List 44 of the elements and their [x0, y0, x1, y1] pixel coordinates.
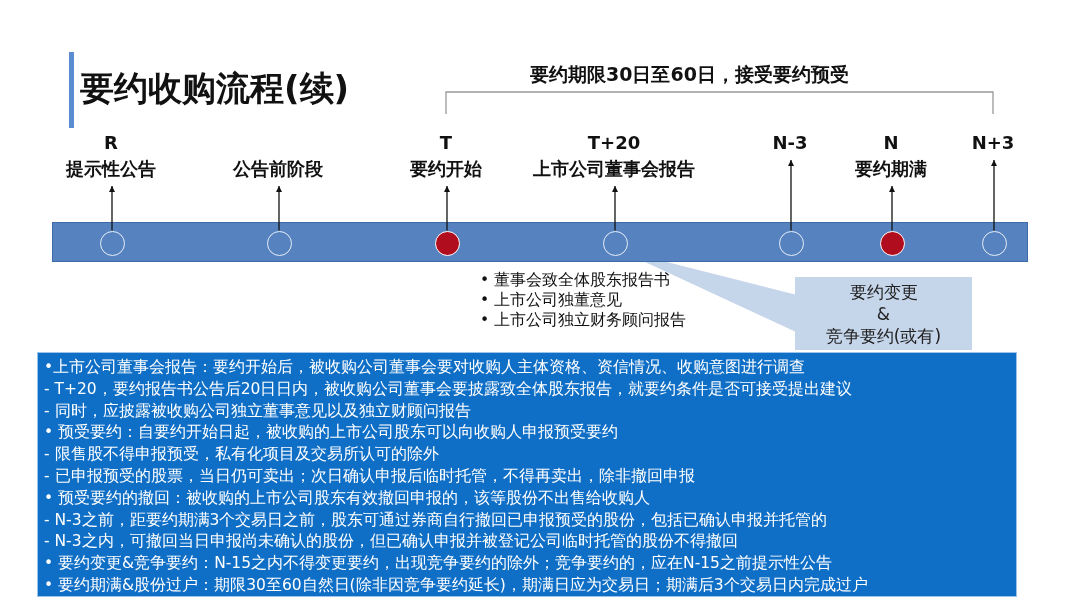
note-line: • 预受要约的撤回：被收购的上市公司股东有效撤回申报的，该等股份不出售给收购人 [44, 487, 652, 509]
note-line: - 同时，应披露被收购公司独立董事意见以及独立财顾问报告 [44, 400, 472, 422]
period-note: 要约期限30日至60日，接受要约预受 [530, 62, 849, 87]
notes-panel [37, 352, 1017, 597]
timeline-dot [602, 230, 628, 256]
note-line: • 要约期满&股份过户：期限30至60自然日(除非因竞争要约延长)，期满日应为交易日；期满后3个交易日内完成过户 [44, 574, 869, 596]
timeline-bar [52, 222, 1028, 262]
title: 要约收购流程(续) [80, 67, 350, 110]
stage-name: N-3 [771, 131, 809, 155]
callout-box [795, 277, 972, 350]
time-marker: R [103, 131, 119, 155]
note-line: - N-3之前，距要约期满3个交易日之前，股东可通过券商自行撤回已申报预受的股份，包括已确认申报并托管的 [44, 509, 829, 531]
stage-name: N+3 [970, 131, 1016, 155]
note-line: - N-3之内，可撤回当日申报尚未确认的股份，但已确认申报并被登记公司临时托管的股份不得撤回 [44, 531, 739, 553]
note-line: - 限售股不得申报预受，私有化项目及交易所认可的除外 [44, 444, 440, 466]
arrow [276, 185, 282, 232]
stage-name: 要约期满 [854, 157, 928, 181]
stage-name: 公告前阶段 [232, 157, 324, 181]
timeline-dot [778, 230, 804, 256]
timeline-dot [99, 230, 125, 256]
time-marker: T [438, 131, 454, 155]
arrow [612, 185, 618, 232]
arrow [889, 185, 895, 232]
bullet-item: • 上市公司独立财务顾问报告 [480, 310, 687, 330]
stage-name: 提示性公告 [65, 157, 157, 181]
timeline-dot [266, 230, 292, 256]
note-line: • 要约变更&竞争要约：N-15之内不得变更要约，出现竞争要约的除外；竞争要约的，应在N-15之前提示性公告 [44, 553, 833, 575]
arrow [991, 159, 997, 232]
arrow [788, 159, 794, 232]
bullet-item: • 上市公司独董意见 [480, 290, 624, 310]
milestone-dot [879, 230, 905, 256]
arrow [109, 185, 115, 232]
stage-name: 上市公司董事会报告 [532, 157, 696, 181]
stage-name: 要约开始 [409, 157, 483, 181]
milestone-dot [434, 230, 460, 256]
callout-text: 要约变更 & 竞争要约(或有) [824, 280, 943, 347]
bullet-item: • 董事会致全体股东报告书 [480, 270, 672, 290]
note-line: • 预受要约：自要约开始日起，被收购的上市公司股东可以向收购人申报预受要约 [44, 422, 620, 444]
note-line: - T+20，要约报告书公告后20日日内，被收购公司董事会要披露致全体股东报告，就要约条件是否可接受提出建议 [44, 378, 854, 400]
timeline-dot [981, 230, 1007, 256]
arrow [444, 185, 450, 232]
note-line: •上市公司董事会报告：要约开始后，被收购公司董事会要对收购人主体资格、资信情况、收购意图进行调查 [44, 357, 807, 378]
time-marker: T+20 [586, 131, 642, 155]
note-line: - 已申报预受的股票，当日仍可卖出；次日确认申报后临时托管，不得再卖出，除非撤回申报 [44, 466, 696, 487]
